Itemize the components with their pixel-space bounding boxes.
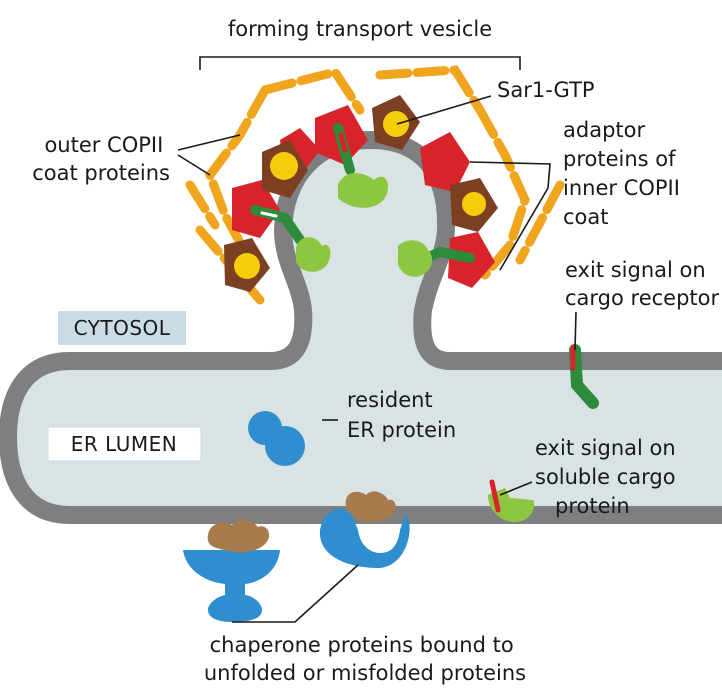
er-lumen-tag-box	[47, 426, 202, 462]
label-resident: resident ER protein	[347, 388, 456, 442]
sar1-gtp-icon	[270, 152, 298, 180]
label-chaperone: chaperone proteins bound to unfolded or …	[204, 633, 526, 685]
soluble-cargo-in-bud	[296, 173, 433, 277]
label-er-lumen: ER LUMEN	[71, 432, 178, 456]
cytosol-tag-box	[58, 311, 186, 345]
soluble-cargo-protein	[488, 479, 535, 522]
label-exit-receptor: exit signal on cargo receptor	[565, 258, 720, 310]
label-forming-vesicle: forming transport vesicle	[228, 17, 492, 41]
leader-lines	[177, 56, 577, 623]
resident-er-protein	[248, 411, 305, 466]
chaperone-proteins	[183, 491, 410, 622]
label-exit-soluble: exit signal on soluble cargo protein	[535, 436, 682, 518]
label-cytosol: CYTOSOL	[74, 316, 171, 340]
label-sar1: Sar1-GTP	[497, 78, 595, 102]
label-outer-coat: outer COPII coat proteins	[32, 133, 170, 185]
er-membrane	[0, 131, 722, 524]
cargo-receptor	[569, 344, 599, 409]
label-adaptor: adaptor proteins of inner COPII coat	[563, 118, 687, 229]
